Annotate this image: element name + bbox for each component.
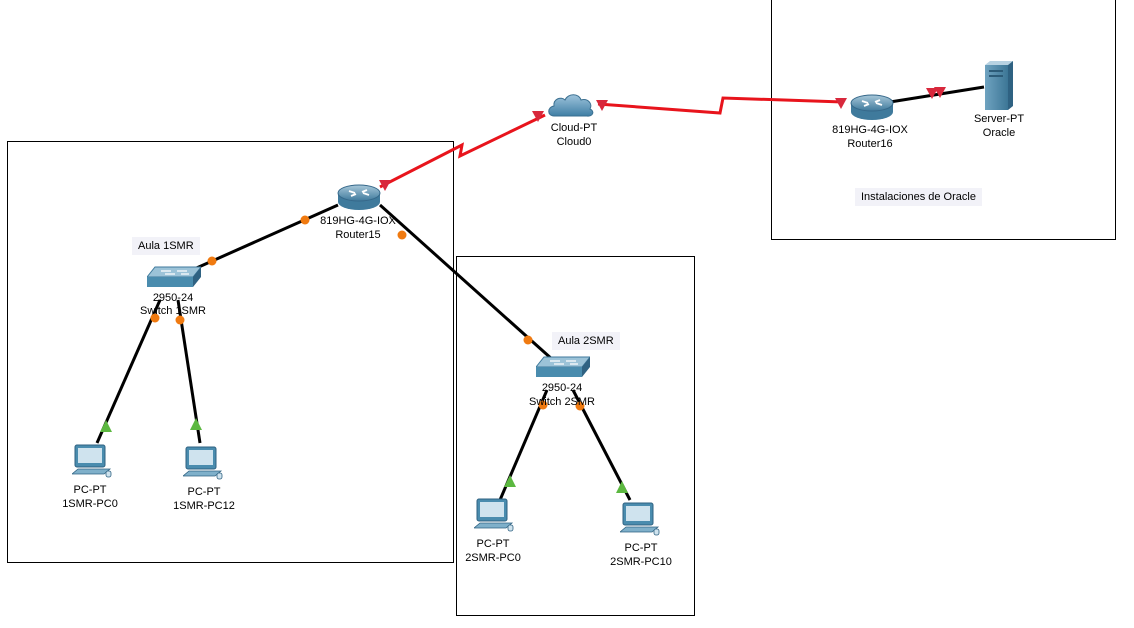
pc-icon [618, 502, 660, 536]
switch2-name-label: Switch 2SMR [528, 396, 596, 408]
pc-icon [472, 498, 514, 532]
port-dot [300, 215, 310, 225]
router-icon [850, 94, 894, 120]
router15-model-label: 819HG-4G-IOX [320, 215, 396, 227]
switch2-device[interactable] [534, 355, 592, 379]
cloud-model-label: Cloud-PT [550, 122, 598, 134]
pc-2smr-pc10-name-label: 2SMR-PC10 [610, 556, 672, 568]
area-label-oracle: Instalaciones de Oracle [855, 188, 982, 206]
router-icon [337, 184, 381, 210]
port-triangle [616, 481, 628, 493]
area-label-aula-2smr: Aula 2SMR [552, 332, 620, 350]
server-name-label: Oracle [982, 127, 1016, 139]
pc-1smr-pc12-name-label: 1SMR-PC12 [173, 500, 235, 512]
pc-2smr-pc10-device[interactable] [618, 502, 660, 538]
port-indicators-green [100, 418, 628, 493]
server-device[interactable] [982, 60, 1016, 110]
link-router15-switch2[interactable] [378, 203, 555, 362]
port-indicators-serial [379, 87, 946, 191]
switch-icon [534, 356, 592, 377]
area-aula-2smr[interactable] [456, 256, 695, 616]
port-dot [397, 230, 407, 240]
switch-icon [145, 266, 203, 287]
pc-1smr-pc0-device[interactable] [70, 444, 112, 480]
pc-icon [181, 446, 223, 480]
pc-1smr-pc12-device[interactable] [181, 446, 223, 482]
pc-1smr-pc0-model-label: PC-PT [73, 484, 107, 496]
pc-1smr-pc0-name-label: 1SMR-PC0 [62, 498, 118, 510]
cloud-icon [548, 94, 594, 117]
pc-icon [70, 444, 112, 478]
port-triangle [100, 420, 112, 432]
router15-device[interactable] [336, 183, 382, 211]
server-icon [985, 61, 1013, 110]
port-triangle [835, 98, 847, 109]
switch2-model-label: 2950-24 [541, 382, 583, 394]
cloud-device[interactable] [546, 90, 596, 120]
link-switch1-pc1a[interactable] [95, 299, 162, 444]
pc-1smr-pc12-model-label: PC-PT [187, 486, 221, 498]
port-dot [150, 313, 160, 323]
pc-2smr-pc0-name-label: 2SMR-PC0 [465, 552, 521, 564]
port-triangle [504, 475, 516, 487]
router16-model-label: 819HG-4G-IOX [832, 124, 908, 136]
pc-2smr-pc0-model-label: PC-PT [476, 538, 510, 550]
router15-name-label: Router15 [335, 229, 381, 241]
area-aula-1smr[interactable] [7, 141, 454, 563]
port-dot [523, 335, 533, 345]
pc-2smr-pc10-model-label: PC-PT [624, 542, 658, 554]
port-indicators-orange [150, 215, 585, 411]
port-triangle [926, 88, 938, 99]
port-dot [575, 401, 585, 411]
serial-link-router15-cloud[interactable] [379, 113, 546, 189]
area-oracle[interactable] [771, 0, 1116, 240]
switch1-model-label: 2950-24 [152, 292, 194, 304]
port-triangle [532, 111, 544, 122]
link-router15-switch1[interactable] [191, 203, 339, 272]
port-dot [175, 315, 185, 325]
serial-link-cloud-router16[interactable] [597, 96, 844, 115]
port-triangle [190, 418, 202, 430]
port-dot [207, 256, 217, 266]
area-label-aula-1smr: Aula 1SMR [132, 237, 200, 255]
port-triangle [596, 100, 608, 111]
server-model-label: Server-PT [973, 113, 1025, 125]
port-triangle [934, 87, 946, 98]
cloud-name-label: Cloud0 [556, 136, 592, 148]
switch1-device[interactable] [145, 265, 203, 289]
router16-name-label: Router16 [847, 138, 893, 150]
switch1-name-label: Switch 1SMR [139, 305, 207, 317]
router16-device[interactable] [849, 93, 895, 121]
port-dot [538, 400, 548, 410]
port-triangle [379, 180, 391, 191]
pc-2smr-pc0-device[interactable] [472, 498, 514, 534]
link-router16-server[interactable] [889, 85, 985, 104]
